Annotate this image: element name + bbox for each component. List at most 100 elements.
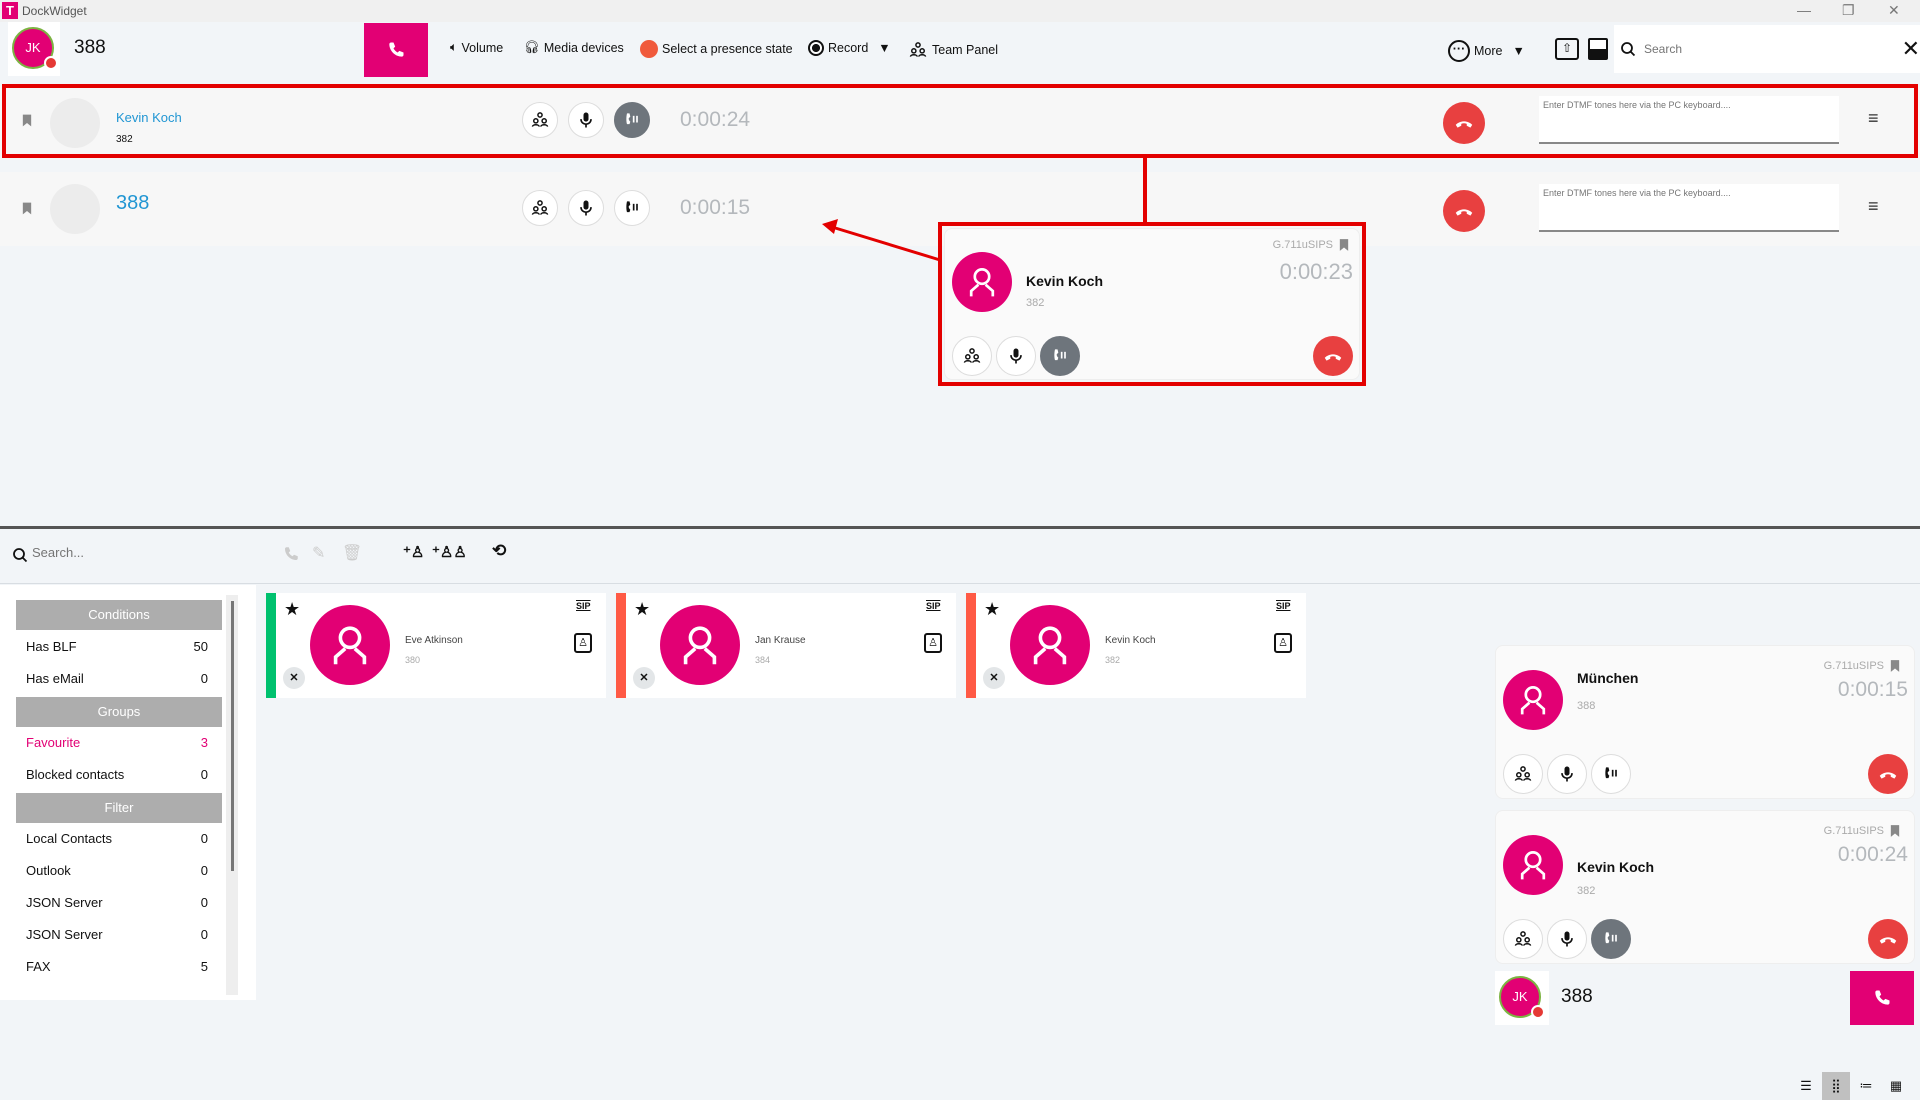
contact-card[interactable]: ★ ✕ Kevin Koch 382 SIP ♙ bbox=[966, 593, 1306, 698]
caller-name[interactable]: 388 bbox=[116, 192, 150, 214]
sync-icon[interactable]: ⟲ bbox=[492, 541, 507, 560]
star-icon[interactable]: ★ bbox=[634, 599, 651, 619]
contact-card-icon[interactable]: ♙ bbox=[574, 633, 592, 653]
user-avatar-box[interactable]: JK bbox=[8, 22, 60, 76]
dtmf-input[interactable] bbox=[1539, 184, 1839, 232]
upload-icon[interactable]: ⇧ bbox=[1555, 38, 1579, 60]
caller-name[interactable]: Kevin Koch bbox=[116, 110, 182, 125]
more-button[interactable]: ···More▼ bbox=[1448, 40, 1525, 62]
more-label: More bbox=[1474, 44, 1503, 58]
person-icon bbox=[1515, 682, 1551, 718]
call-timer: 0:00:24 bbox=[680, 108, 751, 131]
add-contact-icon[interactable]: ⁺♙ bbox=[403, 544, 425, 561]
dial-button[interactable] bbox=[364, 23, 428, 77]
conference-button[interactable] bbox=[522, 190, 558, 226]
view-list-icon[interactable]: ≔ bbox=[1859, 1078, 1873, 1093]
more-icon: ··· bbox=[1448, 40, 1470, 62]
contact-ext: 382 bbox=[1105, 655, 1121, 665]
call-contact-icon[interactable] bbox=[282, 545, 300, 563]
view-list-detail-icon[interactable]: ☰ bbox=[1800, 1078, 1812, 1093]
codec-label: G.711uSIPS bbox=[1273, 239, 1349, 251]
record-label: Record bbox=[828, 41, 869, 55]
mini-call-timer: 0:00:15 bbox=[1837, 678, 1908, 701]
star-icon[interactable]: ★ bbox=[284, 599, 301, 619]
hold-button[interactable] bbox=[614, 190, 650, 226]
footer-avatar-box[interactable]: JK bbox=[1495, 971, 1549, 1025]
footer-dial-button[interactable] bbox=[1850, 971, 1914, 1025]
minimize-button[interactable]: — bbox=[1797, 2, 1811, 18]
star-icon[interactable]: ★ bbox=[984, 599, 1001, 619]
remove-favourite-icon[interactable]: ✕ bbox=[633, 667, 655, 689]
view-grid-icon[interactable]: ▦ bbox=[1889, 1078, 1903, 1093]
hangup-button[interactable] bbox=[1313, 336, 1353, 376]
app-logo: T bbox=[2, 2, 18, 19]
contact-card-icon[interactable]: ♙ bbox=[1274, 633, 1292, 653]
conference-button[interactable] bbox=[1503, 919, 1543, 959]
person-icon bbox=[964, 264, 1000, 300]
mute-button[interactable] bbox=[996, 336, 1036, 376]
hold-button[interactable] bbox=[1040, 336, 1080, 376]
hangup-button[interactable] bbox=[1868, 919, 1908, 959]
close-window-button[interactable]: ✕ bbox=[1888, 2, 1900, 18]
contact-avatar bbox=[1503, 835, 1563, 895]
contact-avatar bbox=[952, 252, 1012, 312]
hangup-button[interactable] bbox=[1443, 190, 1485, 232]
hamburger-menu-icon[interactable]: ≡ bbox=[1868, 108, 1879, 128]
restore-button[interactable]: ❐ bbox=[1842, 2, 1855, 18]
hangup-button[interactable] bbox=[1868, 754, 1908, 794]
remove-favourite-icon[interactable]: ✕ bbox=[283, 667, 305, 689]
remove-favourite-icon[interactable]: ✕ bbox=[983, 667, 1005, 689]
conference-button[interactable] bbox=[522, 102, 558, 138]
bookmark-icon[interactable] bbox=[1890, 660, 1900, 672]
conference-button[interactable] bbox=[952, 336, 992, 376]
conference-button[interactable] bbox=[1503, 754, 1543, 794]
hangup-button[interactable] bbox=[1443, 102, 1485, 144]
add-group-icon[interactable]: ⁺♙♙ bbox=[432, 544, 467, 561]
dtmf-input[interactable] bbox=[1539, 96, 1839, 144]
media-devices-button[interactable]: 🎧︎Media devices bbox=[524, 40, 624, 55]
bookmark-icon[interactable] bbox=[1890, 825, 1900, 837]
sidebar-scrollbar[interactable] bbox=[226, 595, 238, 995]
contact-card[interactable]: ★ ✕ Eve Atkinson 380 SIP ♙ bbox=[266, 593, 606, 698]
call-popup: Kevin Koch 382 G.711uSIPS 0:00:23 bbox=[944, 228, 1360, 380]
layout-icon[interactable] bbox=[1588, 38, 1608, 60]
trash-icon[interactable]: 🗑︎ bbox=[342, 545, 363, 562]
mini-call-name: München bbox=[1577, 670, 1639, 686]
mute-button[interactable] bbox=[568, 102, 604, 138]
search-input[interactable] bbox=[1643, 42, 1874, 56]
hold-button[interactable] bbox=[1591, 919, 1631, 959]
contact-card[interactable]: ★ ✕ Jan Krause 384 SIP ♙ bbox=[616, 593, 956, 698]
mute-button[interactable] bbox=[1547, 919, 1587, 959]
view-cards-icon[interactable]: ⣿ bbox=[1822, 1072, 1850, 1100]
person-icon bbox=[1026, 621, 1074, 669]
contact-name: Eve Atkinson bbox=[405, 635, 463, 646]
panel-divider[interactable] bbox=[0, 526, 1920, 529]
presence-button[interactable]: Select a presence state bbox=[640, 40, 793, 58]
clear-search-button[interactable]: ✕ bbox=[1901, 36, 1920, 61]
groups-header: Groups bbox=[16, 697, 222, 727]
volume-button[interactable]: 🔈︎Volume bbox=[450, 40, 503, 55]
record-button[interactable]: Record▼ bbox=[808, 40, 891, 56]
hamburger-menu-icon[interactable]: ≡ bbox=[1868, 196, 1879, 216]
bookmark-icon[interactable] bbox=[1339, 239, 1349, 251]
team-panel-button[interactable]: Team Panel bbox=[908, 40, 998, 60]
contact-card-icon[interactable]: ♙ bbox=[924, 633, 942, 653]
edit-icon[interactable]: ✎ bbox=[312, 545, 326, 562]
hold-button[interactable] bbox=[614, 102, 650, 138]
contacts-search-input[interactable] bbox=[32, 545, 232, 560]
sip-badge: SIP bbox=[926, 601, 941, 611]
mute-button[interactable] bbox=[568, 190, 604, 226]
hold-button[interactable] bbox=[1591, 754, 1631, 794]
mute-button[interactable] bbox=[1547, 754, 1587, 794]
status-stripe bbox=[966, 593, 976, 698]
filter-header: Filter bbox=[16, 793, 222, 823]
